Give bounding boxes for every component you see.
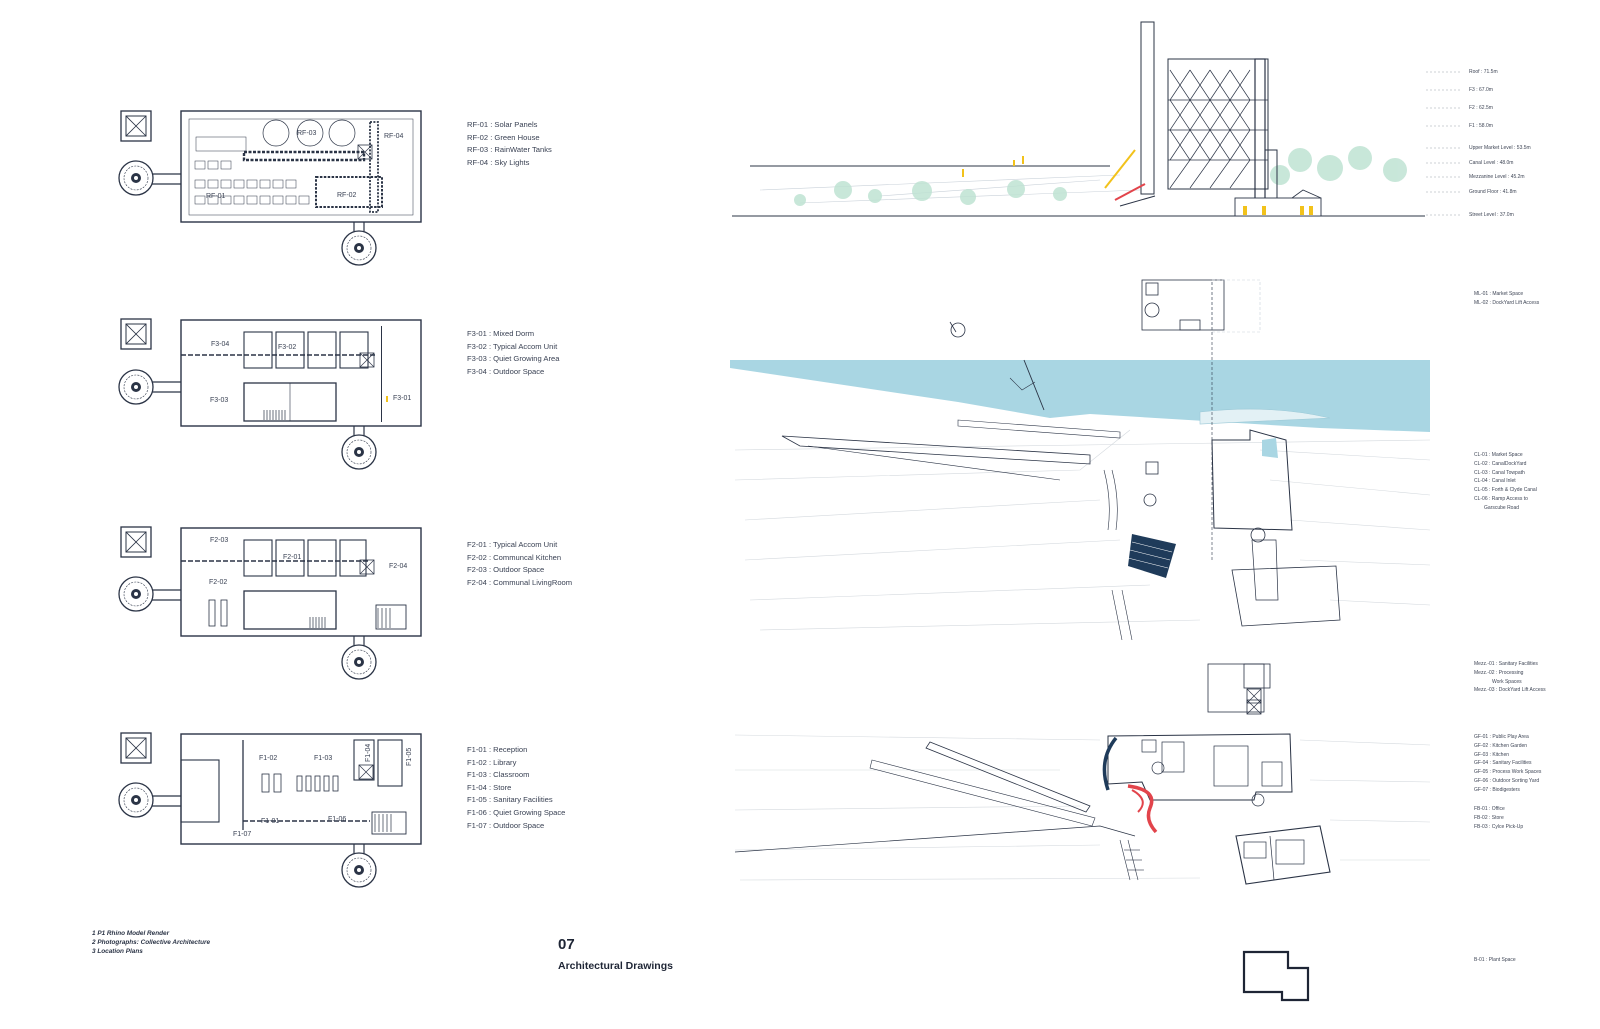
f1-plan-legend: F1-01 : Reception F1-02 : Library F1-03 …: [467, 744, 565, 832]
f2-label-01: F2-01: [283, 554, 301, 561]
mezzanine-level-legend: Mezz.-01 : Sanitary Facilities Mezz.-02 …: [1474, 660, 1546, 695]
canal-level-legend: CL-01 : Market Space CL-02 : CanalDockYa…: [1474, 451, 1537, 513]
market-level-legend: ML-01 : Market Space ML-02 : DockYard Li…: [1474, 290, 1539, 308]
legend-item: F1-04 : Store: [467, 782, 512, 792]
legend-item: F2-04 : Communal LivingRoom: [467, 577, 573, 587]
f2-label-04: F2-04: [389, 563, 407, 570]
legend-item: F2-01 : Typical Accom Unit: [467, 540, 558, 549]
level-label: Roof : 71.5m: [1469, 69, 1498, 75]
f1-label-07: F1-07: [233, 831, 251, 838]
ground-level-legend: GF-01 : Public Play Area GF-02 : Kitchen…: [1474, 733, 1541, 795]
legend-item: GF-02 : Kitchen Garden: [1474, 742, 1528, 749]
legend-item: F1-07 : Outdoor Space: [467, 820, 545, 830]
site-drawings: [730, 21, 1460, 1002]
second-floor-plan: F2-03 F2-01 F2-02 F2-04: [118, 526, 422, 680]
store-building-legend: FB-01 : Office FB-02 : Store FB-03 : Cyl…: [1474, 805, 1523, 831]
legend-item: Mezz.-01 : Sanitary Facilities: [1474, 661, 1538, 667]
legend-item: CL-01 : Market Space: [1474, 452, 1523, 458]
legend-item: CL-05 : Forth & Clyde Canal: [1474, 487, 1537, 494]
level-label: Ground Floor : 41.8m: [1469, 189, 1517, 195]
credit-line: 3 Location Plans: [92, 948, 143, 955]
legend-item: F1-05 : Sanitary Facilities: [467, 795, 553, 805]
legend-item: FB-02 : Store: [1474, 814, 1504, 821]
first-floor-plan: F1-02 F1-03 F1-04 F1-05 F1-01 F1-06 F1-0…: [118, 732, 422, 888]
legend-item: F3-01 : Mixed Dorm: [467, 329, 535, 338]
f1-label-02: F1-02: [259, 755, 277, 762]
legend-item: RF-03 : RainWater Tanks: [467, 145, 552, 155]
legend-item: Mezz.-02 : Processing: [1474, 669, 1524, 676]
page-title: Architectural Drawings: [558, 960, 673, 972]
legend-item: GF-07 : Biodigesters: [1474, 786, 1520, 793]
roof-plan: RF-01 RF-02 RF-03 RF-04: [118, 110, 422, 266]
legend-item: B-01 : Plant Space: [1474, 957, 1516, 963]
legend-item: Mezz.-03 : DockYard Lift Access: [1474, 687, 1546, 694]
roof-label-rf01: RF-01: [206, 193, 226, 200]
legend-item: GF-01 : Public Play Area: [1474, 734, 1529, 740]
legend-item: FB-01 : Office: [1474, 806, 1505, 812]
level-label: Canal Level : 48.0m: [1469, 160, 1514, 166]
third-floor-plan: F3-04 F3-02 F3-03 F3-01: [118, 318, 422, 470]
level-label: F2 : 62.5m: [1469, 105, 1493, 111]
legend-item: ML-02 : DockYard Lift Access: [1474, 299, 1540, 306]
f3-label-01: F3-01: [393, 395, 411, 402]
level-label: F3 : 67.0m: [1469, 87, 1493, 93]
legend-item: F2-03 : Outdoor Space: [467, 565, 545, 575]
f1-label-01: F1-01: [261, 818, 279, 825]
basement-plan: [1242, 950, 1310, 1002]
level-label: F1 : 58.0m: [1469, 123, 1493, 129]
roof-label-rf03: RF-03: [297, 130, 317, 137]
legend-item: ML-01 : Market Space: [1474, 291, 1524, 297]
f1-label-04: F1-04: [365, 744, 372, 762]
f1-label-05: F1-05: [406, 748, 413, 766]
image-credits: 1 P1 Rhino Model Render 2 Photographs: C…: [92, 929, 210, 956]
f3-label-04: F3-04: [211, 341, 229, 348]
basement-legend: B-01 : Plant Space: [1474, 956, 1516, 965]
f2-label-03: F2-03: [210, 537, 228, 544]
roof-label-rf04: RF-04: [384, 133, 404, 140]
floor-plans-drawing: RF-01 RF-02 RF-03 RF-04 F3-04 F3-02 F3-0…: [118, 110, 422, 888]
f1-label-03: F1-03: [314, 755, 332, 762]
ground-level-site-plan: [734, 663, 1431, 885]
legend-item: RF-01 : Solar Panels: [467, 120, 538, 129]
f1-label-06: F1-06: [328, 816, 346, 823]
legend-item: F1-03 : Classroom: [467, 770, 530, 780]
f3-plan-legend: F3-01 : Mixed Dorm F3-02 : Typical Accom…: [467, 328, 559, 378]
f2-plan-legend: F2-01 : Typical Accom Unit F2-02 : Commu…: [467, 539, 572, 589]
f3-label-02: F3-02: [278, 344, 296, 351]
legend-item: F3-02 : Typical Accom Unit: [467, 341, 558, 351]
legend-item: F1-01 : Reception: [467, 745, 528, 754]
roof-label-rf02: RF-02: [337, 192, 357, 199]
f3-label-03: F3-03: [210, 397, 228, 404]
roof-plan-legend: RF-01 : Solar Panels RF-02 : Green House…: [467, 119, 552, 169]
level-label: Street Level : 37.0m: [1469, 212, 1514, 218]
credit-line: 2 Photographs: Collective Architecture: [92, 939, 211, 946]
legend-item: RF-04 : Sky Lights: [467, 157, 530, 167]
legend-item: CL-03 : Canal Towpath: [1474, 469, 1525, 476]
legend-item: F2-02 : Communcal Kitchen: [467, 552, 562, 562]
page-number: 07: [558, 936, 575, 953]
legend-item: F3-03 : Quiet Growing Area: [467, 354, 560, 364]
legend-item: GF-06 : Outdoor Sorting Yard: [1474, 777, 1540, 784]
canal-level-site-plan: [730, 279, 1431, 641]
legend-item: GF-03 : Kitchen: [1474, 751, 1510, 758]
legend-item: FB-03 : Cylce Pick-Up: [1474, 823, 1524, 830]
legend-item: Work Spaces: [1492, 678, 1522, 685]
legend-item: Garscube Road: [1484, 504, 1520, 511]
legend-item: GF-04 : Sanitary Facilities: [1474, 760, 1532, 767]
building-section: [732, 21, 1460, 217]
legend-item: CL-06 : Ramp Access to: [1474, 495, 1528, 502]
f2-label-02: F2-02: [209, 579, 227, 586]
legend-item: CL-04 : Canal Inlet: [1474, 478, 1516, 485]
legend-item: F3-04 : Outdoor Space: [467, 366, 545, 376]
level-label: Mezzanine Level : 45.2m: [1469, 174, 1525, 180]
credit-line: 1 P1 Rhino Model Render: [92, 930, 170, 937]
legend-item: F1-06 : Quiet Growing Space: [467, 807, 566, 817]
level-label: Upper Market Level : 53.5m: [1469, 145, 1531, 151]
legend-item: GF-05 : Process Work Spaces: [1474, 769, 1542, 776]
legend-item: RF-02 : Green House: [467, 132, 540, 142]
legend-item: F1-02 : Library: [467, 757, 517, 767]
legend-item: CL-02 : CanalDockYard: [1474, 460, 1527, 467]
